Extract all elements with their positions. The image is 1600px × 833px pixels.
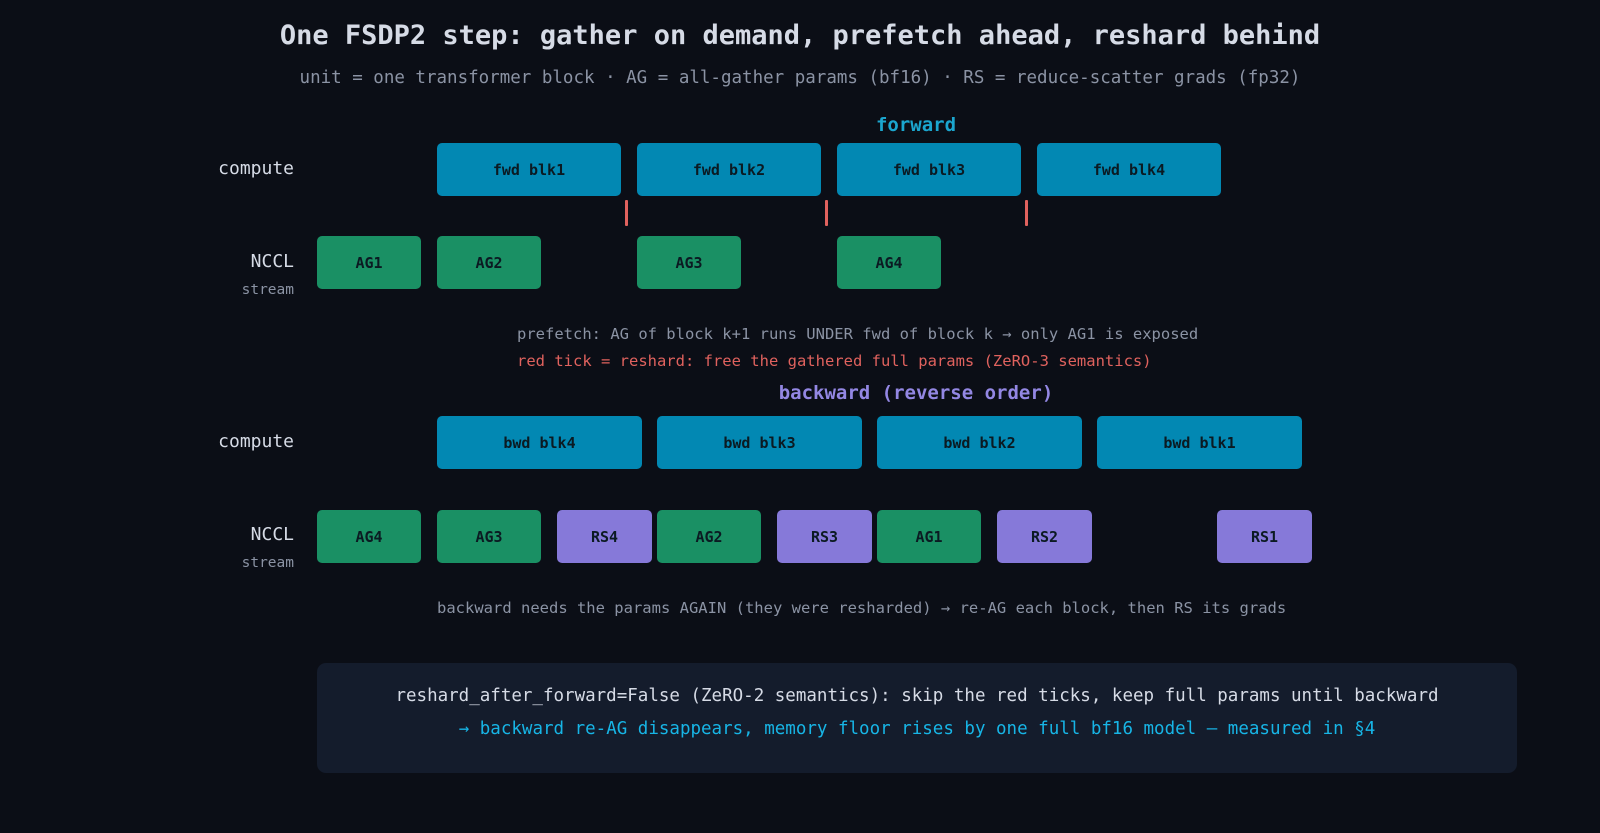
- bwd-allgather-1: AG1: [877, 510, 981, 563]
- bwd-allgather-3: AG3: [437, 510, 541, 563]
- fwd-allgather-2: AG2: [437, 236, 541, 289]
- forward-stream-row-sublabel: stream: [241, 282, 294, 298]
- reshard-tick: [825, 200, 828, 226]
- backward-note: backward needs the params AGAIN (they we…: [437, 599, 1287, 617]
- backward-compute-row-label: compute: [218, 431, 294, 452]
- bwd-reducescatter-2: RS2: [997, 510, 1092, 563]
- bwd-allgather-4: AG4: [317, 510, 421, 563]
- reshard-tick: [1025, 200, 1028, 226]
- forward-compute-row-label: compute: [218, 158, 294, 179]
- diagram-subtitle: unit = one transformer block · AG = all-…: [299, 68, 1301, 88]
- fwd-block-3: fwd blk3: [837, 143, 1021, 196]
- fwd-allgather-1: AG1: [317, 236, 421, 289]
- diagram-title: One FSDP2 step: gather on demand, prefet…: [279, 20, 1321, 51]
- bwd-allgather-2: AG2: [657, 510, 761, 563]
- fwd-allgather-3: AG3: [637, 236, 741, 289]
- callout-line-1: reshard_after_forward=False (ZeRO-2 sema…: [395, 686, 1439, 706]
- fwd-block-1: fwd blk1: [437, 143, 621, 196]
- fwd-allgather-4: AG4: [837, 236, 941, 289]
- bwd-reducescatter-3: RS3: [777, 510, 872, 563]
- reshard-tick: [625, 200, 628, 226]
- bwd-block-2: bwd blk2: [877, 416, 1082, 469]
- reshard-note: red tick = reshard: free the gathered fu…: [517, 352, 1152, 370]
- forward-section-label: forward: [875, 114, 957, 136]
- bwd-reducescatter-4: RS4: [557, 510, 652, 563]
- backward-nccl-row-label: NCCL: [250, 524, 294, 545]
- bwd-reducescatter-1: RS1: [1217, 510, 1312, 563]
- bwd-block-1: bwd blk1: [1097, 416, 1302, 469]
- bwd-block-4: bwd blk4: [437, 416, 642, 469]
- forward-nccl-row-label: NCCL: [250, 251, 294, 272]
- callout-box: [317, 663, 1517, 773]
- bwd-block-3: bwd blk3: [657, 416, 862, 469]
- prefetch-note: prefetch: AG of block k+1 runs UNDER fwd…: [517, 325, 1199, 343]
- fwd-block-2: fwd blk2: [637, 143, 821, 196]
- fwd-block-4: fwd blk4: [1037, 143, 1221, 196]
- backward-stream-row-sublabel: stream: [241, 555, 294, 571]
- callout-line-2: → backward re-AG disappears, memory floo…: [458, 719, 1376, 739]
- backward-section-label: backward (reverse order): [778, 382, 1054, 404]
